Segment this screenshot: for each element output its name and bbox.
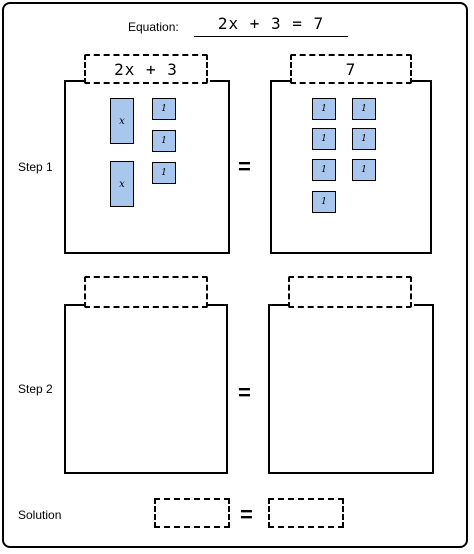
one-tile: 1 — [352, 98, 376, 120]
one-tile: 1 — [152, 98, 176, 120]
one-tile: 1 — [152, 162, 176, 184]
one-tile: 1 — [312, 159, 336, 181]
equation-label: Equation: — [128, 20, 179, 34]
equation-value[interactable]: 2x + 3 = 7 — [194, 14, 348, 37]
solution-right-input[interactable] — [268, 498, 344, 528]
one-tile: 1 — [312, 98, 336, 120]
step1-left-box — [64, 80, 230, 254]
step2-right-box[interactable] — [268, 304, 434, 474]
step1-equals-sign: = — [238, 154, 251, 179]
solution-label: Solution — [18, 508, 62, 522]
x-tile: x — [110, 161, 134, 207]
one-tile: 1 — [312, 191, 336, 213]
worksheet: Equation: 2x + 3 = 7 Step 1 2x + 3 x x 1… — [2, 2, 468, 548]
step2-left-expression[interactable] — [84, 276, 208, 308]
solution-equals-sign: = — [240, 502, 253, 527]
one-tile: 1 — [352, 128, 376, 150]
step1-label: Step 1 — [18, 160, 53, 174]
step2-equals-sign: = — [238, 380, 251, 405]
one-tile: 1 — [312, 128, 336, 150]
x-tile: x — [110, 98, 134, 144]
step2-label: Step 2 — [18, 382, 53, 396]
one-tile: 1 — [352, 159, 376, 181]
step1-right-box — [270, 80, 432, 254]
step2-right-expression[interactable] — [288, 276, 412, 308]
solution-left-input[interactable] — [154, 498, 230, 528]
step1-right-expression[interactable]: 7 — [290, 54, 412, 84]
step2-left-box[interactable] — [64, 304, 228, 474]
step1-left-expression[interactable]: 2x + 3 — [84, 54, 208, 84]
one-tile: 1 — [152, 130, 176, 152]
